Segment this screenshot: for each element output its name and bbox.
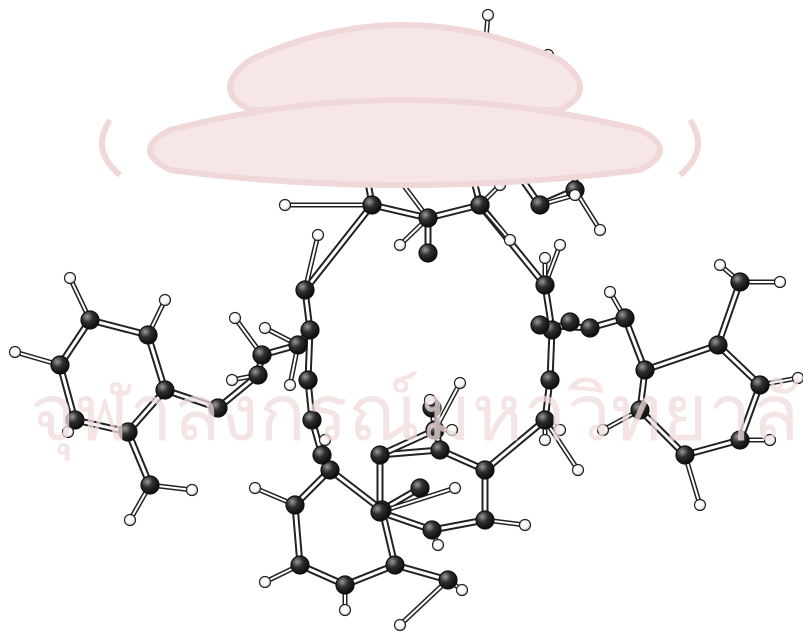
watermark-text: จุฬาลงกรณ์มหาวิทยาลัย [30, 369, 803, 461]
watermark-crest-icon [102, 25, 698, 185]
